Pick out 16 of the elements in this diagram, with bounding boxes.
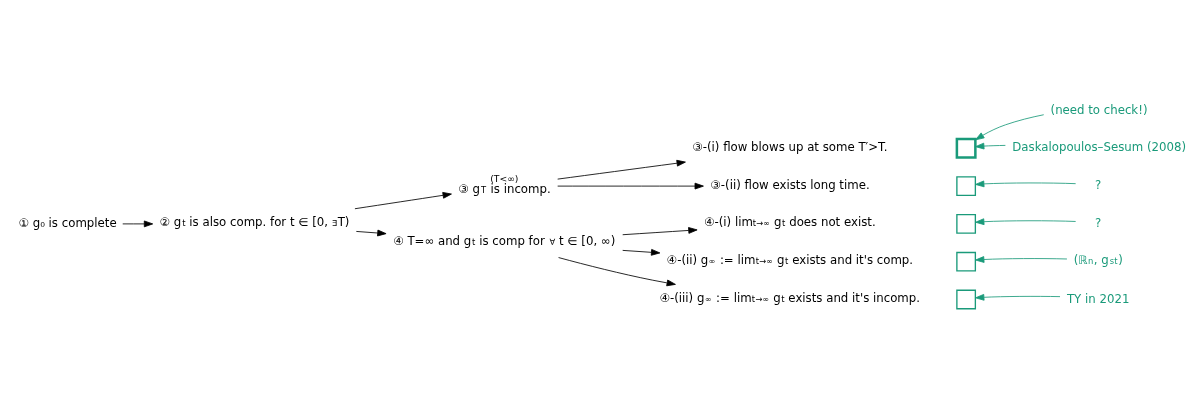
node-text: ② gt is also comp. for t ∈ [0, ∃T) <box>159 214 350 229</box>
node-text: ④-(i) limt→∞ gt does not exist. <box>704 214 876 229</box>
node-text: (ℝn, gst) <box>1073 252 1123 267</box>
node-text: (need to check!) <box>1050 102 1148 117</box>
node-text: ④ T=∞ and gt is comp for ∀ t ∈ [0, ∞) <box>393 233 616 248</box>
node-label: (T<∞) <box>490 172 519 184</box>
node-text: TY in 2021 <box>1066 291 1130 306</box>
node-text: ① g₀ is complete <box>18 215 117 230</box>
node-text: ④-(ii) g∞ := limt→∞ gt exists and it's comp. <box>666 252 914 267</box>
node-text: ? <box>1095 215 1102 230</box>
node-text: ④-(iii) g∞ := limt→∞ gt exists and it's incomp. <box>659 290 921 305</box>
node-text: ③-(ii) flow exists long time. <box>710 177 870 192</box>
node-text: ? <box>1095 177 1102 192</box>
node-text: ③-(i) flow blows up at some T′>T. <box>692 139 888 154</box>
node-text: Daskalopoulos–Sesum (2008) <box>1012 139 1187 154</box>
node-text: ③ gT is incomp. <box>458 181 551 196</box>
